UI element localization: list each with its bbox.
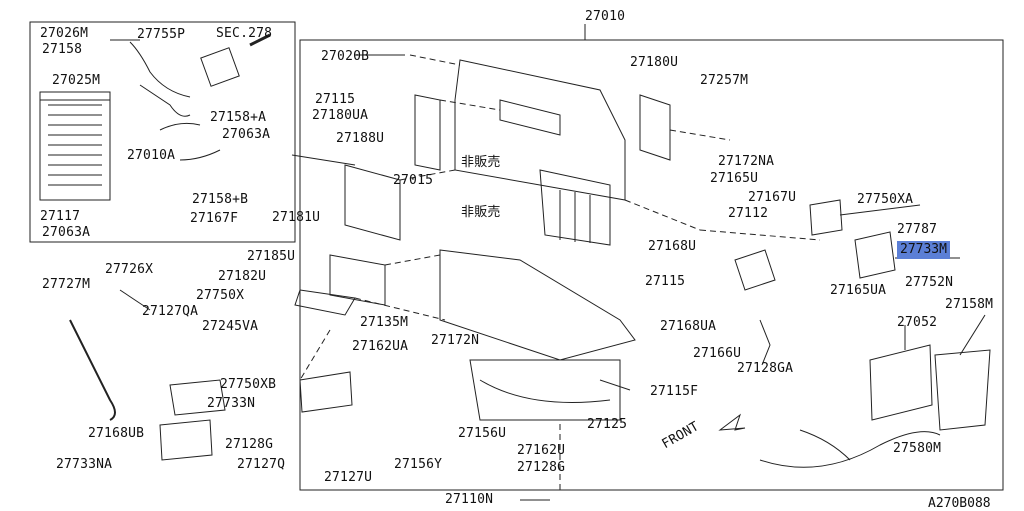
label-27158B: 27158+B xyxy=(192,192,249,207)
label-27125: 27125 xyxy=(587,417,628,432)
label-27182U: 27182U xyxy=(218,269,267,284)
label-27185U: 27185U xyxy=(247,249,296,264)
label-27117: 27117 xyxy=(40,209,81,224)
label-27135M: 27135M xyxy=(360,315,409,330)
heater-core-shape xyxy=(39,91,111,201)
label-27180UA: 27180UA xyxy=(312,108,369,123)
label-27025M: 27025M xyxy=(52,73,101,88)
label-27162UA: 27162UA xyxy=(352,339,409,354)
inset-frame xyxy=(29,21,296,243)
section-ref: SEC.278 xyxy=(216,26,273,41)
label-27245VA: 27245VA xyxy=(202,319,259,334)
label-27128GA: 27128GA xyxy=(737,361,794,376)
label-27165U: 27165U xyxy=(710,171,759,186)
label-27188U: 27188U xyxy=(336,131,385,146)
label-27156Y: 27156Y xyxy=(394,457,443,472)
label-27112: 27112 xyxy=(728,206,769,221)
label-27166U: 27166U xyxy=(693,346,742,361)
label-27727M: 27727M xyxy=(42,277,91,292)
label-27733NA: 27733NA xyxy=(56,457,113,472)
label-27165UA: 27165UA xyxy=(830,283,887,298)
label-27162U: 27162U xyxy=(517,443,566,458)
label-27063A-top: 27063A xyxy=(222,127,271,142)
label-27580M: 27580M xyxy=(893,441,942,456)
label-27168U: 27168U xyxy=(648,239,697,254)
label-27127QA: 27127QA xyxy=(142,304,199,319)
label-27158A: 27158+A xyxy=(210,110,267,125)
label-27180U: 27180U xyxy=(630,55,679,70)
label-27110N: 27110N xyxy=(445,492,494,507)
label-27733N: 27733N xyxy=(207,396,256,411)
label-27015: 27015 xyxy=(393,173,434,188)
label-27181U: 27181U xyxy=(272,210,321,225)
label-27158M: 27158M xyxy=(945,297,994,312)
label-27026M: 27026M xyxy=(40,26,89,41)
heater-unit-body xyxy=(439,59,636,421)
jp-label-2: 非販売 xyxy=(461,205,501,220)
label-27168UB: 27168UB xyxy=(88,426,145,441)
label-27127Q: 27127Q xyxy=(237,457,286,472)
jp-label-1: 非販売 xyxy=(461,155,501,170)
label-27726X: 27726X xyxy=(105,262,154,277)
label-27158: 27158 xyxy=(42,42,83,57)
label-27115-inset: 27115 xyxy=(315,92,356,107)
label-27750XB: 27750XB xyxy=(220,377,277,392)
main-frame xyxy=(299,39,1004,491)
label-27063A-bottom: 27063A xyxy=(42,225,91,240)
label-27167F: 27167F xyxy=(190,211,239,226)
label-27127U: 27127U xyxy=(324,470,373,485)
label-27115-main: 27115 xyxy=(645,274,686,289)
label-27167U: 27167U xyxy=(748,190,797,205)
label-27172NA: 27172NA xyxy=(718,154,775,169)
label-27128G-left: 27128G xyxy=(225,437,274,452)
label-27052: 27052 xyxy=(897,315,938,330)
label-27010A: 27010A xyxy=(127,148,176,163)
label-27787: 27787 xyxy=(897,222,938,237)
label-27010: 27010 xyxy=(585,9,626,24)
label-27156U: 27156U xyxy=(458,426,507,441)
label-27733M-highlighted[interactable]: 27733M xyxy=(897,241,950,259)
label-27115F: 27115F xyxy=(650,384,699,399)
label-27128G-bottom: 27128G xyxy=(517,460,566,475)
diagram-code: A270B088 xyxy=(928,496,991,511)
label-27172N: 27172N xyxy=(431,333,480,348)
label-27752N: 27752N xyxy=(905,275,954,290)
label-27755P: 27755P xyxy=(137,27,186,42)
label-27020B: 27020B xyxy=(321,49,370,64)
label-27257M: 27257M xyxy=(700,73,749,88)
label-27750XA: 27750XA xyxy=(857,192,914,207)
label-27750X: 27750X xyxy=(196,288,245,303)
label-27168UA: 27168UA xyxy=(660,319,717,334)
